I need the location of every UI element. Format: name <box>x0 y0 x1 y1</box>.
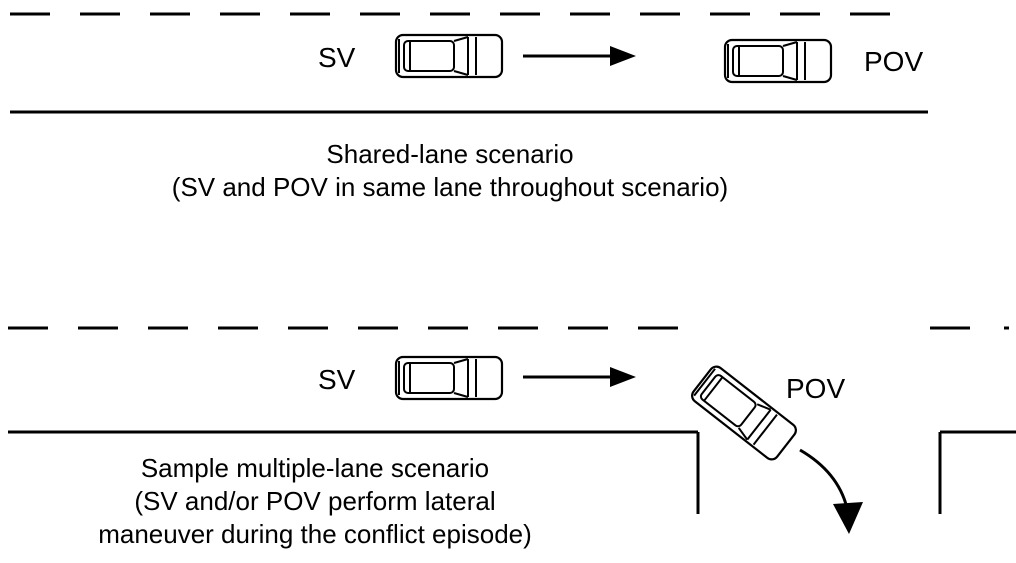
bottom-caption-line3: maneuver during the conflict episode) <box>98 519 532 549</box>
top-pov-label: POV <box>864 46 924 77</box>
bottom-sv-car-icon <box>394 355 504 401</box>
top-caption-line2: (SV and POV in same lane throughout scen… <box>171 172 729 202</box>
bottom-pov-car-icon <box>688 362 800 464</box>
top-sv-arrow <box>523 46 636 66</box>
bottom-caption: Sample multiple-lane scenario (SV and/or… <box>0 452 630 551</box>
top-caption-line1: Shared-lane scenario <box>326 139 574 169</box>
top-sv-car-icon <box>394 33 504 79</box>
top-pov-car-icon <box>723 38 833 84</box>
bottom-caption-line2: (SV and/or POV perform lateral <box>134 486 496 516</box>
bottom-pov-turn-arrow <box>799 448 863 534</box>
top-caption: Shared-lane scenario (SV and POV in same… <box>0 138 900 204</box>
bottom-caption-line1: Sample multiple-lane scenario <box>140 453 490 483</box>
bottom-road <box>8 326 1016 514</box>
bottom-pov-label: POV <box>786 373 846 404</box>
top-sv-label: SV <box>318 42 356 73</box>
bottom-sv-arrow <box>523 367 636 387</box>
bottom-sv-label: SV <box>318 364 356 395</box>
top-road <box>10 12 928 114</box>
